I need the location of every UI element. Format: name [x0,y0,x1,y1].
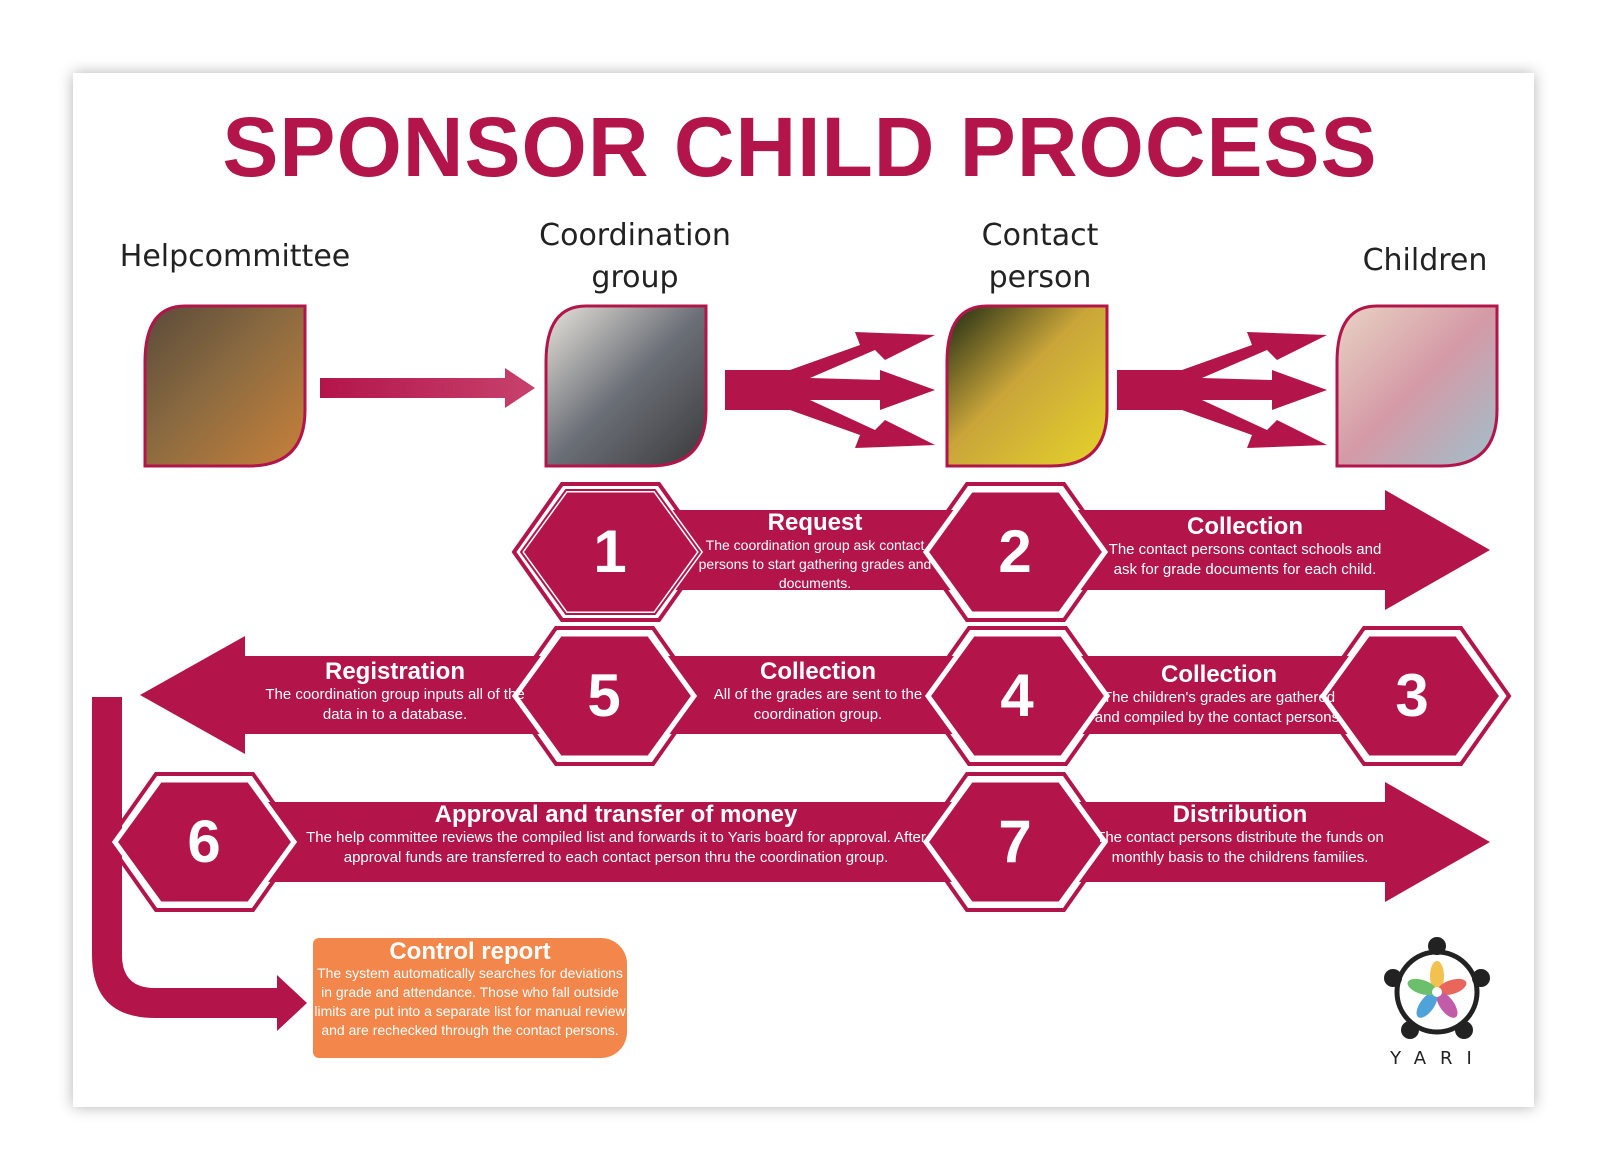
step-1-title: Request [767,509,863,536]
control-report-box: Control report The system automatically … [313,938,627,1058]
hexagon-step-4 [924,631,1111,761]
hexagon-step-7 [922,777,1109,907]
step-3-description: The children's grades are gathered and c… [1094,689,1344,726]
step-1-description: The coordination group ask contact perso… [698,537,932,591]
meeting-photo [143,304,307,468]
step-3-text: Collection The children's grades are gat… [1090,662,1348,728]
arrow-helpcommittee-to-coordination [320,368,535,408]
step-7-number: 7 [998,808,1032,875]
step-2-number: 2 [998,518,1032,585]
hexagon-rims [105,482,1512,912]
woman-waving-photo [945,304,1109,468]
step-2-title: Collection [1186,513,1303,540]
actor-label-children: Children [1362,243,1488,278]
step-4-text: Collection All of the grades are sent to… [700,659,936,725]
hexagon-step-6 [111,777,298,907]
control-report-description: The system automatically searches for de… [314,965,626,1038]
row2-arrow [140,636,1430,754]
group-photo [544,304,708,468]
actor-label-helpcommittee: Helpcommittee [119,239,351,274]
step-6-description: The help committee reviews the compiled … [306,829,926,866]
children-photo [1335,304,1499,468]
logo-text: YARI [1390,1048,1486,1069]
hexagon-step-5 [511,631,698,761]
step-5-title: Registration [324,658,465,685]
step-7-title: Distribution [1172,801,1308,828]
step-7-text: Distribution The contact persons distrib… [1095,802,1385,868]
step-2-description: The contact persons contact schools and … [1108,541,1382,578]
step-6-text: Approval and transfer of money The help … [300,802,932,868]
step-7-description: The contact persons distribute the funds… [1096,829,1384,866]
control-report-title: Control report [389,938,551,965]
step-5-text: Registration The coordination group inpu… [250,659,540,725]
yari-logo-icon [1384,937,1490,1039]
page-title: SPONSOR CHILD PROCESS [222,100,1378,194]
step-4-title: Collection [759,658,876,685]
step-6-number: 6 [187,808,221,875]
hexagon-step-1 [517,487,704,617]
step-4-number: 4 [1000,662,1034,729]
actor-label-contact-person: Contact person [981,218,1099,295]
hexagon-step-2 [922,487,1109,617]
elbow-arrow-to-control-report [92,697,307,1031]
step-5-description: The coordination group inputs all of the… [265,686,525,723]
step-4-description: All of the grades are sent to the coordi… [713,686,923,723]
step-5-number: 5 [587,662,621,729]
step-3-number: 3 [1395,662,1429,729]
step-1-number: 1 [593,518,627,585]
step-3-title: Collection [1160,661,1277,688]
fan-arrow-coordination-to-contact [725,332,935,448]
step-2-text: Collection The contact persons contact s… [1095,514,1395,580]
step-6-title: Approval and transfer of money [434,801,798,828]
row3-arrow [200,782,1490,902]
actor-label-coordination-group: Coordination group [539,218,731,295]
step-1-text: Request The coordination group ask conta… [690,510,940,593]
fan-arrow-contact-to-children [1117,332,1327,448]
hexagon-step-3 [1319,631,1506,761]
